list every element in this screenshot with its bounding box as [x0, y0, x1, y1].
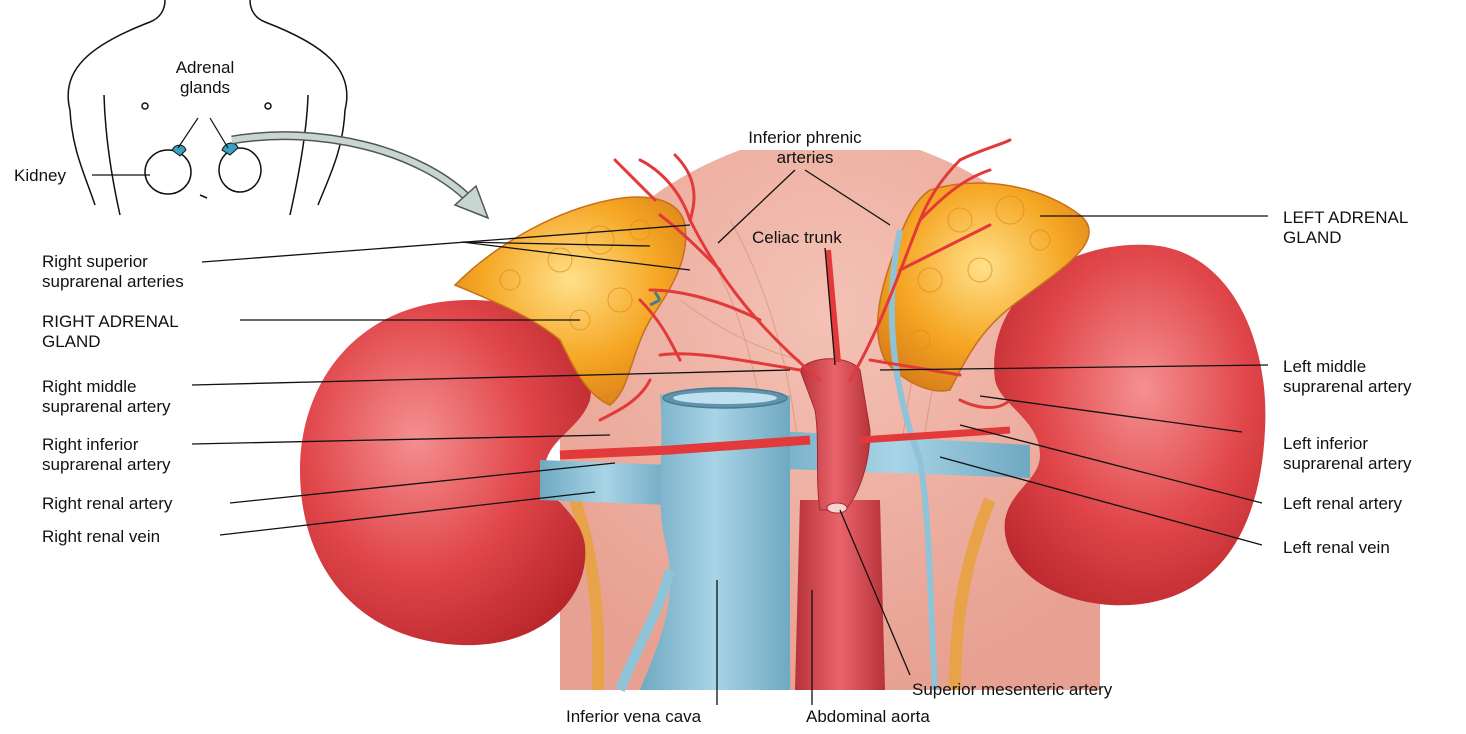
inset-torso: [68, 0, 347, 215]
label-line: GLAND: [1283, 228, 1408, 248]
label-right-renal-artery: Right renal artery: [42, 494, 172, 514]
label-inferior-vena-cava: Inferior vena cava: [566, 707, 701, 727]
label-left-middle-suprarenal-artery: Left middle suprarenal artery: [1283, 357, 1412, 397]
label-superior-mesenteric-artery: Superior mesenteric artery: [912, 680, 1112, 700]
label-line: RIGHT ADRENAL: [42, 312, 179, 332]
label-line: glands: [150, 78, 260, 98]
label-line: Adrenal: [150, 58, 260, 78]
label-line: suprarenal artery: [42, 397, 171, 417]
torso-right-outline: [250, 0, 347, 110]
label-line: LEFT ADRENAL: [1283, 208, 1408, 228]
label-line: suprarenal artery: [1283, 377, 1412, 397]
label-abdominal-aorta: Abdominal aorta: [806, 707, 930, 727]
label-line: Left middle: [1283, 357, 1412, 377]
label-right-superior-suprarenal-arteries: Right superior suprarenal arteries: [42, 252, 184, 292]
label-right-adrenal-gland: RIGHT ADRENAL GLAND: [42, 312, 179, 352]
right-renal-vein: [540, 460, 670, 505]
label-line: Inferior phrenic: [720, 128, 890, 148]
label-left-adrenal-gland: LEFT ADRENAL GLAND: [1283, 208, 1408, 248]
label-right-inferior-suprarenal-artery: Right inferior suprarenal artery: [42, 435, 171, 475]
label-kidney: Kidney: [14, 166, 66, 186]
label-adrenal-glands: Adrenal glands: [150, 58, 260, 98]
label-line: Right inferior: [42, 435, 171, 455]
label-left-inferior-suprarenal-artery: Left inferior suprarenal artery: [1283, 434, 1412, 474]
label-line: suprarenal arteries: [42, 272, 184, 292]
left-kidney: [994, 245, 1265, 606]
label-inferior-phrenic-arteries: Inferior phrenic arteries: [720, 128, 890, 168]
inset-kidneys: [145, 143, 261, 194]
label-right-middle-suprarenal-artery: Right middle suprarenal artery: [42, 377, 171, 417]
label-line: arteries: [720, 148, 890, 168]
label-left-renal-vein: Left renal vein: [1283, 538, 1390, 558]
label-line: Right superior: [42, 252, 184, 272]
abdominal-aorta: [795, 500, 885, 690]
label-line: Right middle: [42, 377, 171, 397]
label-line: Left inferior: [1283, 434, 1412, 454]
label-left-renal-artery: Left renal artery: [1283, 494, 1402, 514]
label-line: suprarenal artery: [42, 455, 171, 475]
arrow-icon: [232, 136, 488, 218]
label-right-renal-vein: Right renal vein: [42, 527, 160, 547]
label-line: GLAND: [42, 332, 179, 352]
label-line: suprarenal artery: [1283, 454, 1412, 474]
label-celiac-trunk: Celiac trunk: [752, 228, 842, 248]
